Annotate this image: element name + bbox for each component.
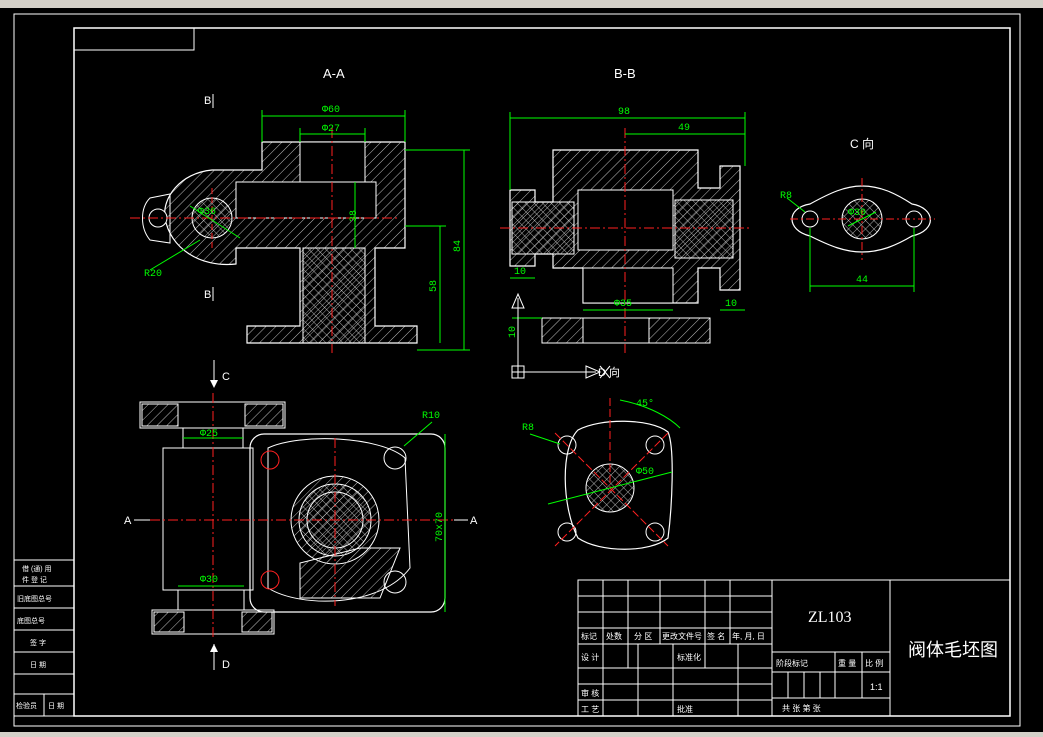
dim-d-phi50: Φ50 xyxy=(636,467,654,478)
row-approve: 批准 xyxy=(677,704,693,714)
dim-d-r8: R8 xyxy=(522,423,534,434)
dim-c-phi30: Φ30 xyxy=(848,208,866,219)
drawing-name: 阀体毛坯图 xyxy=(908,640,998,660)
outer-frame xyxy=(13,13,1021,727)
side-r1: 借 (通) 用 xyxy=(22,564,52,573)
status-strip xyxy=(0,732,1043,737)
hdr-mark: 标记 xyxy=(581,631,597,641)
hdr-count: 处数 xyxy=(606,631,622,641)
cad-drawing-canvas[interactable]: 借 (通) 用 件 登 记 旧底图总号 底图总号 签 字 日 期 检验员 日 期… xyxy=(0,8,1043,732)
section-bb-title: B-B xyxy=(614,66,636,81)
inner-frame xyxy=(73,27,1011,717)
label-c-view: C xyxy=(222,371,230,383)
section-aa-title: A-A xyxy=(323,66,345,81)
dim-aa-r20: R20 xyxy=(144,269,162,280)
view-c[interactable]: C 向 R8 Φ30 44 xyxy=(780,136,935,292)
dim-bb-10a: 10 xyxy=(514,267,526,278)
hdr-doc: 更改文件号 xyxy=(662,631,702,641)
code-box xyxy=(73,27,195,51)
hdr-sign: 签 名 xyxy=(707,631,725,641)
hdr-date: 年, 月, 日 xyxy=(732,631,765,641)
scale-label: 比 例 xyxy=(865,658,883,668)
view-c-title: C 向 xyxy=(850,136,874,151)
dim-plan-r10: R10 xyxy=(422,411,440,422)
dim-plan-phi30: Φ30 xyxy=(200,575,218,586)
dim-plan-phi25: Φ25 xyxy=(200,429,218,440)
sheet-info: 共 张 第 张 xyxy=(782,703,821,713)
dim-c-r8: R8 xyxy=(780,191,792,202)
toolbar-strip xyxy=(0,0,1043,8)
dim-bb-10c: 10 xyxy=(508,326,519,338)
dim-c-44: 44 xyxy=(856,275,868,286)
dim-aa-38: 38 xyxy=(349,210,360,222)
label-b-top: B xyxy=(204,95,211,107)
row-design: 设 计 xyxy=(581,652,599,662)
dim-bb-10b: 10 xyxy=(725,299,737,310)
ucs-icon xyxy=(511,292,611,379)
section-bb-view[interactable]: B-B 98 49 10 Φ35 10 10 xyxy=(500,66,750,379)
row-std: 标准化 xyxy=(677,652,701,662)
row-review: 审 核 xyxy=(581,688,599,698)
row-process: 工 艺 xyxy=(581,705,599,714)
scale-value: 1:1 xyxy=(870,682,883,692)
title-block xyxy=(577,579,1011,717)
dim-aa-58: 58 xyxy=(429,280,440,292)
side-r7a: 检验员 xyxy=(16,701,37,710)
part-number: ZL103 xyxy=(808,609,852,626)
dim-aa-84: 84 xyxy=(453,240,464,252)
side-r4: 底图总号 xyxy=(17,616,45,625)
dim-plan-70x70: 70x70 xyxy=(435,512,446,542)
label-a-left: A xyxy=(124,515,132,527)
label-b-bottom: B xyxy=(204,289,211,301)
hdr-zone: 分 区 xyxy=(634,632,652,641)
stage-mark: 阶段标记 xyxy=(776,658,808,668)
dim-bb-98: 98 xyxy=(618,107,630,118)
dim-aa-phi60: Φ60 xyxy=(322,105,340,116)
dim-aa-phi36: Φ36 xyxy=(198,207,216,218)
side-table xyxy=(13,559,75,717)
weight-label: 重 量 xyxy=(838,658,856,668)
section-aa-view[interactable]: A-A B B xyxy=(130,66,470,353)
dim-bb-phi35: Φ35 xyxy=(614,299,632,310)
dim-bb-49: 49 xyxy=(678,123,690,134)
side-r7b: 日 期 xyxy=(48,702,64,710)
label-a-right: A xyxy=(470,515,478,527)
plan-view[interactable]: C D A A xyxy=(124,360,478,671)
side-r3: 旧底图总号 xyxy=(17,594,52,603)
side-r5: 签 字 xyxy=(30,638,46,647)
dim-d-45: 45° xyxy=(636,398,654,410)
label-d-view: D xyxy=(222,659,230,671)
view-d[interactable]: 45° Φ50 R8 xyxy=(522,398,681,550)
side-r2: 件 登 记 xyxy=(22,575,47,584)
dim-aa-phi27: Φ27 xyxy=(322,124,340,135)
side-r6: 日 期 xyxy=(30,661,46,669)
view-d-label: D 向 xyxy=(598,365,620,379)
